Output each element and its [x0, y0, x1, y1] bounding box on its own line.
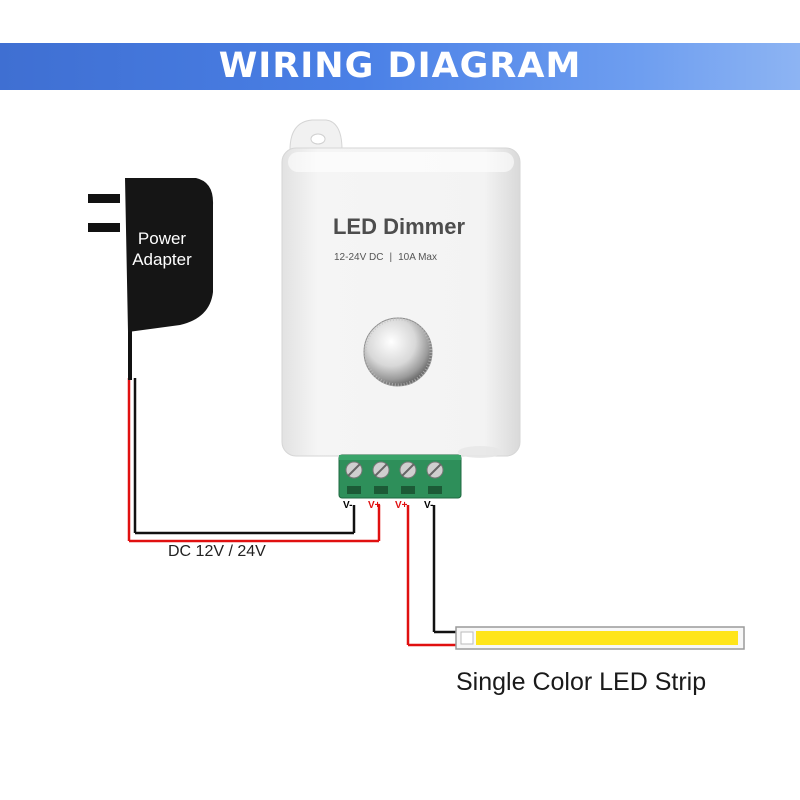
current-spec: 10A Max [398, 252, 437, 263]
terminal-screws [345, 461, 444, 479]
adapter-body [125, 178, 214, 332]
page-title: WIRING DIAGRAM [218, 46, 582, 86]
voltage-spec: 12-24V DC [334, 252, 384, 263]
input-voltage-label: DC 12V / 24V [168, 543, 266, 560]
led-strip-light [476, 631, 738, 645]
spec-separator: | [389, 252, 393, 263]
title-banner [0, 43, 800, 90]
plug-prong-bottom [88, 223, 120, 232]
dimmer-body [281, 147, 521, 457]
input-wires [127, 330, 381, 543]
dimmer-specs: 12-24V DC | 10A Max [334, 252, 494, 263]
dimmer-title: LED Dimmer [332, 214, 466, 239]
led-strip [455, 626, 745, 650]
terminal-openings [347, 486, 442, 494]
terminal-label-2: V+ [368, 500, 381, 511]
terminal-label-4: V- [424, 500, 434, 511]
power-adapter [88, 178, 214, 332]
adapter-label-line2: Adapter [132, 250, 192, 269]
terminal-label-1: V- [343, 500, 353, 511]
terminal-block [338, 454, 462, 499]
adapter-label-line1: Power [137, 229, 187, 248]
led-strip-connector [460, 631, 474, 645]
output-wires [406, 505, 460, 647]
dimmer-device [281, 119, 521, 458]
mounting-hole [310, 133, 326, 145]
plug-prong-top [88, 194, 120, 203]
led-strip-label: Single Color LED Strip [456, 668, 707, 696]
adapter-label: Power Adapter [122, 228, 202, 270]
terminal-label-3: V+ [395, 500, 408, 511]
